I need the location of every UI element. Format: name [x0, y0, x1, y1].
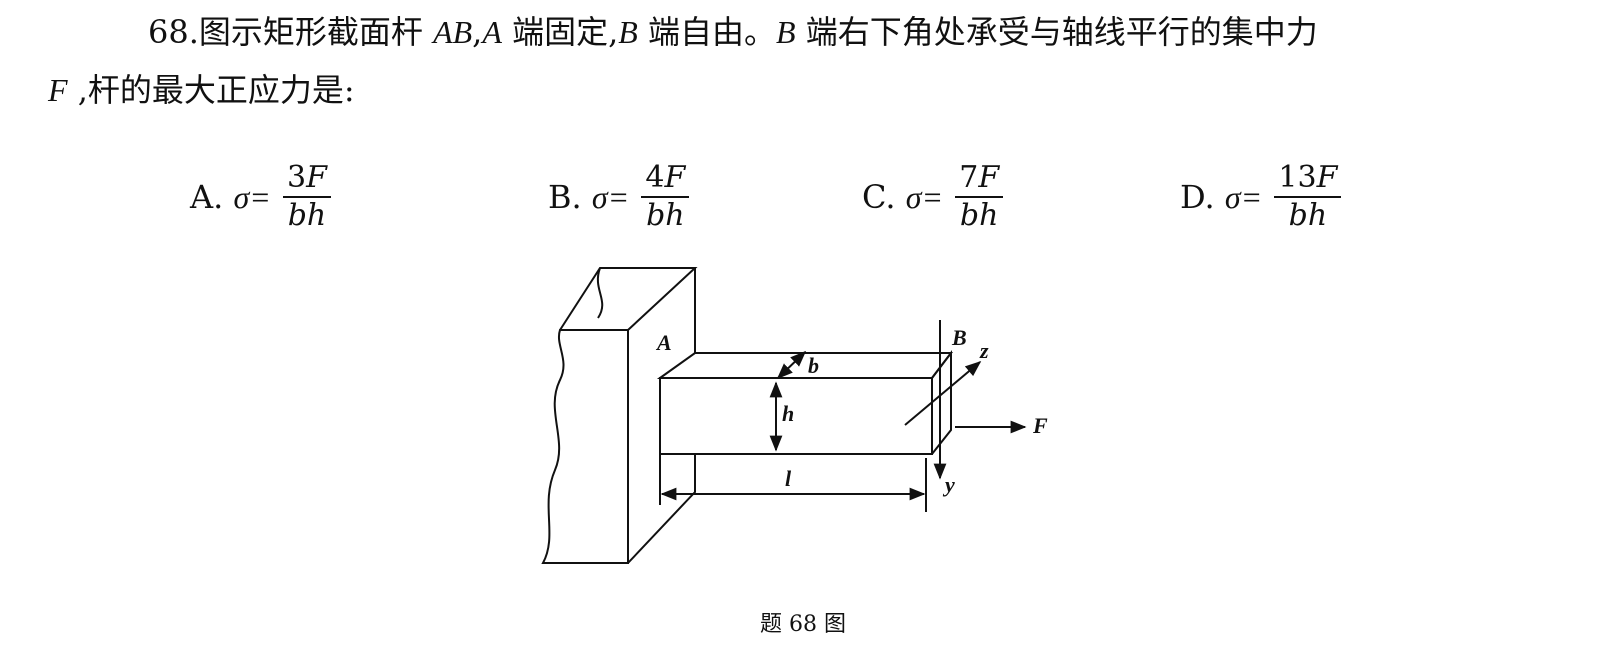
label-h: h: [782, 401, 794, 426]
figure-caption: 题 68 图: [760, 612, 846, 637]
label-l: l: [785, 466, 792, 491]
question-text-part: 端固定,: [501, 13, 619, 51]
beam-front-face: [659, 377, 933, 455]
question-line-2: F ,杆的最大正应力是:: [48, 70, 355, 110]
wall-front-face: [541, 329, 629, 564]
denominator: bh: [1288, 198, 1328, 233]
force-var: F: [978, 160, 1000, 195]
sigma-symbol: σ=: [591, 178, 630, 215]
numerator: 13F: [1274, 160, 1342, 198]
fraction: 7F bh: [955, 160, 1004, 234]
question-text-part: 端右下角处承受与轴线平行的集中力: [795, 13, 1318, 51]
option-letter: B.: [548, 178, 582, 216]
option-c[interactable]: C. σ= 7F bh: [862, 160, 1004, 240]
denominator: bh: [959, 198, 999, 233]
wall-edge: [596, 267, 604, 319]
question-text-part: ,杆的最大正应力是:: [67, 71, 355, 109]
wall-top-face: [559, 267, 698, 331]
force-var: F: [306, 160, 327, 195]
option-d[interactable]: D. σ= 13F bh: [1180, 160, 1342, 240]
coefficient: 4: [645, 160, 665, 195]
label-A: A: [655, 330, 672, 355]
question-text-part: ,: [472, 13, 483, 51]
numerator: 3F: [283, 160, 331, 198]
beam-end-face: [931, 350, 952, 455]
force-var: F: [664, 160, 686, 195]
numerator: 4F: [641, 160, 690, 198]
option-letter: C.: [862, 178, 896, 216]
force-var: F: [1316, 160, 1338, 195]
question-line-1: 68.图示矩形截面杆 AB,A 端固定,B 端自由。B 端右下角处承受与轴线平行…: [148, 12, 1318, 52]
var-A: A: [482, 14, 502, 50]
var-F: F: [48, 72, 68, 108]
coefficient: 3: [287, 160, 307, 195]
fraction: 4F bh: [641, 160, 690, 234]
denominator: bh: [646, 198, 685, 233]
coefficient: 7: [959, 160, 979, 195]
option-letter: A.: [190, 178, 224, 216]
sigma-symbol: σ=: [1224, 178, 1263, 215]
denominator: bh: [287, 198, 327, 233]
coefficient: 13: [1278, 160, 1317, 195]
question-number: 68.: [148, 13, 199, 51]
var-AB: AB: [433, 14, 473, 50]
label-b: b: [808, 353, 819, 378]
sigma-symbol: σ=: [905, 178, 944, 215]
fraction: 13F bh: [1274, 160, 1342, 234]
label-B: B: [951, 325, 967, 350]
label-F: F: [1032, 413, 1048, 438]
label-z: z: [979, 338, 989, 363]
z-axis-line: [904, 360, 982, 426]
question-text-part: 图示矩形截面杆: [198, 13, 434, 51]
option-b[interactable]: B. σ= 4F bh: [548, 160, 690, 240]
sigma-symbol: σ=: [233, 178, 271, 215]
option-a[interactable]: A. σ= 3F bh: [190, 160, 331, 240]
fraction: 3F bh: [283, 160, 331, 234]
numerator: 7F: [955, 160, 1004, 198]
var-B: B: [618, 14, 638, 50]
question-text-part: 端自由。: [637, 13, 776, 51]
option-letter: D.: [1180, 178, 1215, 216]
var-B-2: B: [775, 14, 796, 50]
beam-top-face: [656, 352, 954, 379]
label-y: y: [942, 472, 955, 497]
b-dimension: [776, 350, 807, 380]
